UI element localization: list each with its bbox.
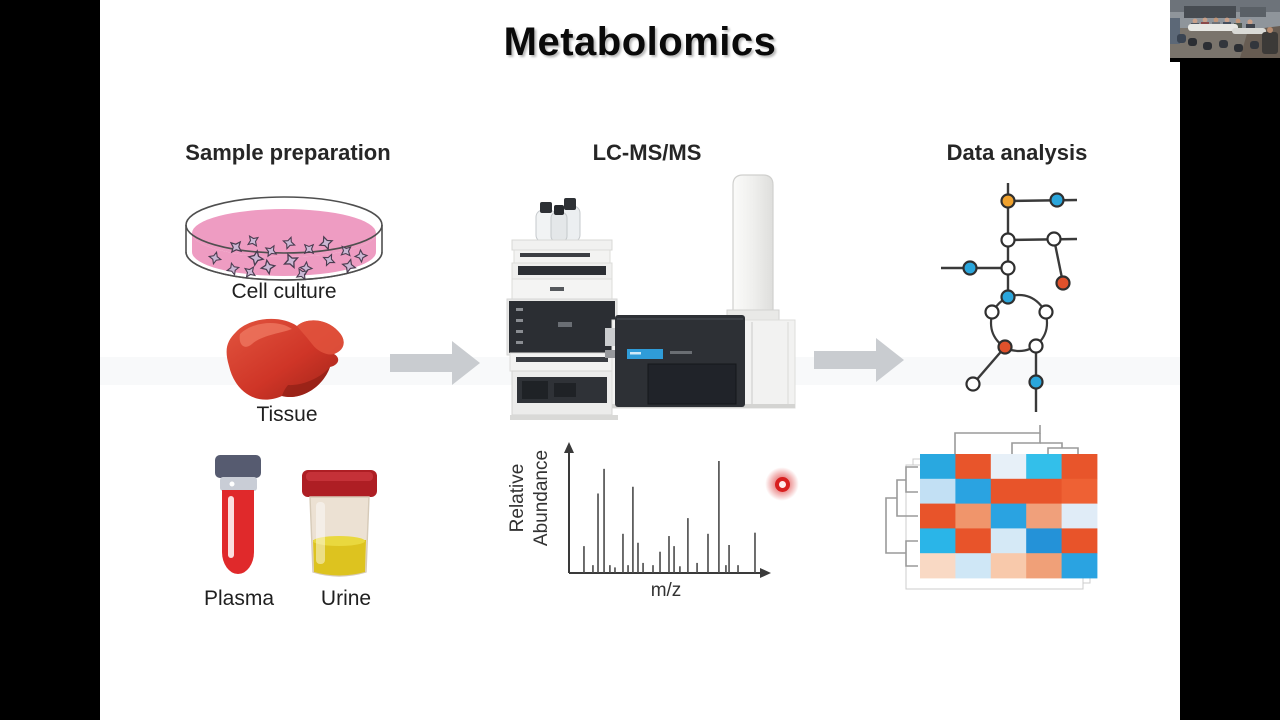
- heatmap-cell: [955, 528, 992, 554]
- heatmap-cell: [990, 454, 1027, 480]
- heatmap-cell: [920, 528, 956, 554]
- blood-tube-icon: [215, 455, 261, 574]
- laser-pointer-dot: [775, 477, 790, 492]
- data-analysis-heading: Data analysis: [946, 140, 1088, 165]
- network-node-orange: [1000, 193, 1016, 209]
- network-node-blue: [1049, 192, 1065, 208]
- heatmap-cell: [990, 503, 1027, 529]
- heatmap-cell: [990, 553, 1027, 579]
- heatmap-cell: [955, 503, 992, 529]
- heatmap-cell: [920, 553, 956, 579]
- heatmap-cells: [920, 454, 1098, 579]
- webcam-thumbnail[interactable]: [1170, 0, 1280, 62]
- y-axis-label: Relative Abundance: [506, 423, 566, 573]
- dendrogram: [885, 425, 1079, 567]
- heatmap-cell: [1061, 503, 1098, 529]
- network-node-white: [1000, 260, 1016, 276]
- heatmap-cell: [1061, 528, 1098, 554]
- mass-spectrum-plot: [564, 442, 771, 578]
- network-node-white: [1038, 304, 1054, 320]
- network-node-blue: [1000, 289, 1016, 305]
- spectrum-peaks: [583, 461, 756, 573]
- solvent-bottles: [535, 198, 581, 243]
- heatmap-cell: [1061, 553, 1098, 579]
- lcms-instrument-icon: [506, 174, 796, 420]
- heatmap-cell: [920, 478, 956, 504]
- network-node-white: [1000, 232, 1016, 248]
- urine-label: Urine: [320, 587, 372, 610]
- plasma-label: Plasma: [203, 587, 275, 610]
- y-axis-label-line1: Relative: [507, 463, 528, 533]
- heatmap-cell: [1026, 553, 1062, 579]
- conference-room-scene: [1170, 0, 1280, 58]
- flow-arrow-right: [814, 338, 904, 382]
- heatmap-cell: [920, 503, 956, 529]
- heatmap-icon: [885, 425, 1098, 590]
- x-axis-label: m/z: [650, 580, 682, 601]
- heatmap-cell: [1061, 478, 1098, 504]
- heatmap-cell: [1061, 454, 1098, 480]
- heatmap-cell: [990, 478, 1027, 504]
- network-node-blue: [962, 260, 978, 276]
- network-node-red: [997, 339, 1013, 355]
- network-node-blue: [1028, 374, 1044, 390]
- network-node-white: [1046, 231, 1062, 247]
- slide-title: Metabolomics: [503, 20, 777, 64]
- cell-culture-label: Cell culture: [231, 280, 337, 303]
- heatmap-cell: [1026, 478, 1062, 504]
- lcms-heading: LC-MS/MS: [592, 140, 702, 165]
- heatmap-cell: [1026, 503, 1062, 529]
- network-node-white: [965, 376, 981, 392]
- heatmap-cell: [920, 454, 956, 480]
- heatmap-cell: [955, 478, 992, 504]
- network-node-red: [1055, 275, 1071, 291]
- heatmap-cell: [955, 454, 992, 480]
- network-graph-icon: [941, 183, 1078, 412]
- heatmap-cell: [1026, 454, 1062, 480]
- network-node-white: [1028, 338, 1044, 354]
- petri-dish-icon: [185, 196, 383, 283]
- flow-arrow-left: [390, 341, 480, 385]
- tissue-label: Tissue: [256, 403, 318, 426]
- heatmap-cell: [990, 528, 1027, 554]
- liver-icon: [226, 318, 344, 400]
- heatmap-cell: [1026, 528, 1062, 554]
- network-node-white: [984, 304, 1000, 320]
- sample-prep-heading: Sample preparation: [185, 140, 391, 165]
- heatmap-cell: [955, 553, 992, 579]
- urine-cup-icon: [302, 470, 377, 577]
- y-axis-label-line2: Abundance: [530, 449, 552, 547]
